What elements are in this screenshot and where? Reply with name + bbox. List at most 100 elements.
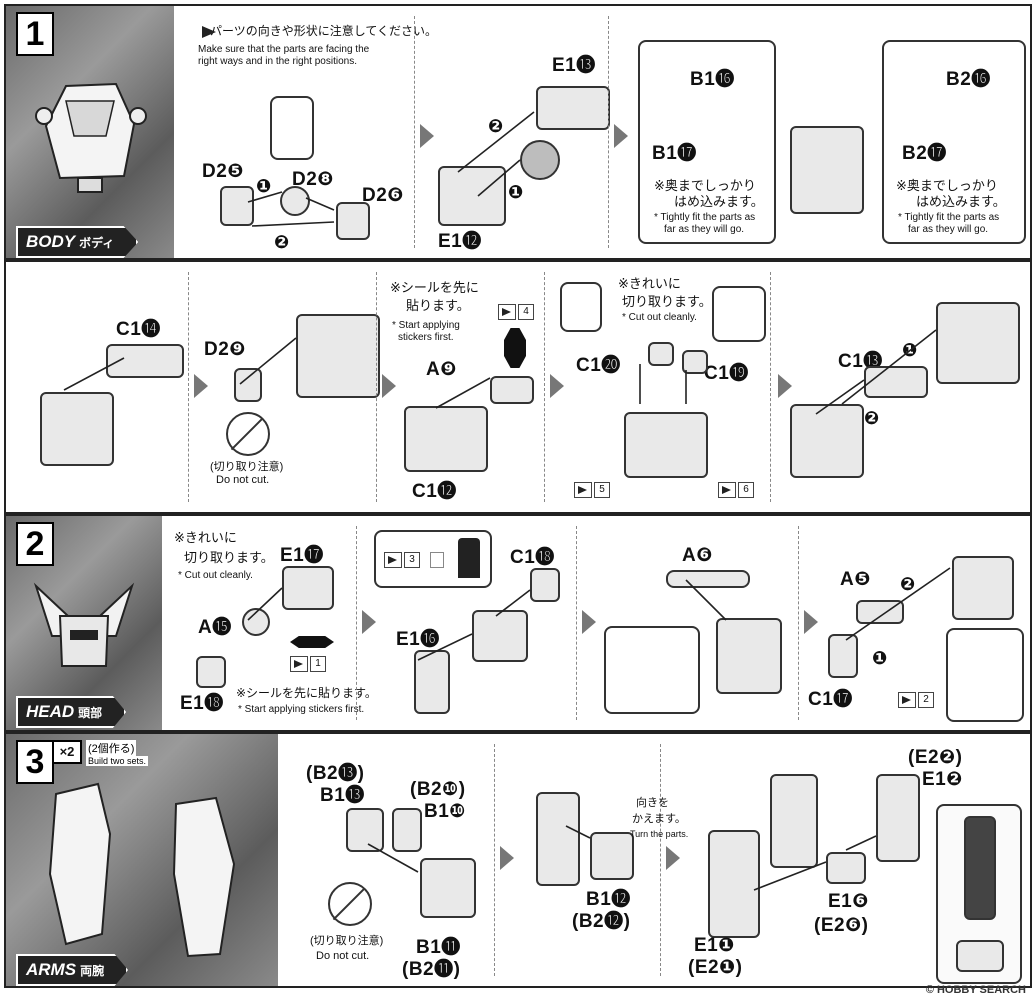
part-e1-1 — [708, 830, 760, 938]
sticker-shape — [504, 328, 526, 368]
divider — [414, 16, 415, 248]
step-number: 1 — [16, 12, 54, 56]
order-1a: ❶ — [256, 176, 272, 196]
part-e1-12 — [438, 166, 506, 226]
sticker-one-jp: ※シールを先に貼ります。 — [236, 686, 377, 700]
label-d2-6: D2❻ — [362, 185, 404, 206]
label-a-6: A❻ — [682, 545, 713, 566]
label-b2-12: (B2⓬) — [572, 911, 631, 932]
part-a-6 — [666, 570, 750, 588]
label-c1-17: C1⓱ — [808, 689, 853, 710]
label-e2-6: (E2❻) — [814, 915, 869, 936]
order-1c: ❶ — [902, 340, 918, 360]
label-c1-20: C1⓴ — [576, 355, 621, 376]
part-e1-2 — [876, 774, 920, 862]
order-1-head: ❶ — [872, 648, 888, 668]
detail-inset-a — [560, 282, 602, 332]
detail-inset-left — [638, 40, 776, 244]
order-2a: ❷ — [274, 232, 290, 252]
order-2-head: ❷ — [900, 574, 916, 594]
sticker-icon — [574, 482, 592, 498]
head-part-illustration — [33, 582, 135, 667]
label-e1-6: E1❻ — [828, 891, 869, 912]
label-e1-18: E1⓲ — [180, 693, 224, 714]
detail-inset-antenna — [604, 626, 700, 714]
next-arrow-icon — [500, 846, 514, 870]
part-c1-18 — [530, 568, 560, 602]
arms-part-illustration — [48, 782, 236, 958]
next-arrow-icon — [420, 124, 434, 148]
part-e1-18 — [196, 656, 226, 688]
clean-note-en-head: * Cut out cleanly. — [178, 570, 253, 581]
next-arrow-icon — [778, 374, 792, 398]
part-e1-17 — [282, 566, 334, 610]
label-b2-11: (B2⓫) — [402, 959, 461, 980]
part-d2-5 — [220, 186, 254, 226]
sticker-icon — [384, 552, 402, 568]
sticker-number-6: 6 — [738, 482, 754, 498]
sticker-number-5: 5 — [594, 482, 610, 498]
part-c1-19 — [682, 350, 708, 374]
label-b1-17: B1⓱ — [652, 143, 697, 164]
divider — [188, 272, 189, 502]
label-e1-17: E1⓱ — [280, 545, 324, 566]
part-b1-13 — [346, 808, 384, 852]
part-a-5 — [856, 600, 904, 624]
step-number: 2 — [16, 522, 54, 566]
detail-inset-face — [946, 628, 1024, 722]
detail-inset — [270, 96, 314, 160]
next-arrow-icon — [804, 610, 818, 634]
detail-inset-right — [882, 40, 1026, 244]
label-b2-17: B2⓱ — [902, 143, 947, 164]
part-inset-hand — [956, 940, 1004, 972]
label-e1-16: E1⓰ — [396, 629, 440, 650]
part-b1-11 — [420, 858, 476, 918]
order-2c: ❷ — [864, 408, 880, 428]
part-chest-final — [790, 404, 864, 478]
part-chest — [404, 406, 488, 472]
sticker-one-en: * Start applying stickers first. — [238, 704, 365, 715]
label-b1-16: B1⓰ — [690, 69, 735, 90]
label-e1-12: E1⓬ — [438, 231, 482, 252]
divider — [376, 272, 377, 502]
label-c1-14: C1⓮ — [116, 319, 161, 340]
part-b1-10 — [392, 808, 422, 852]
part-upper-arm — [770, 774, 818, 868]
part-torso — [40, 392, 114, 466]
fit-note-jp-2b: はめ込みます。 — [916, 194, 1006, 209]
fit-note-en-1: * Tightly fit the parts as — [654, 212, 756, 223]
next-arrow-icon — [382, 374, 396, 398]
label-c1-19: C1⓳ — [704, 363, 749, 384]
body-part-illustration — [35, 82, 147, 193]
label-b1-11: B1⓫ — [416, 937, 461, 958]
label-d2-5: D2❺ — [202, 161, 244, 182]
next-arrow-icon — [550, 374, 564, 398]
part-head-final — [952, 556, 1014, 620]
label-b1-10: B1❿ — [424, 801, 466, 822]
fit-note-en-2: far as they will go. — [664, 224, 745, 235]
next-arrow-icon — [194, 374, 208, 398]
sticker-number-3: 3 — [404, 552, 420, 568]
fit-note-jp-1b: ※奥までしっかり — [896, 178, 998, 193]
fit-note-en-1b: * Tightly fit the parts as — [898, 212, 1000, 223]
turn-note-jp-2: かえます。 — [632, 813, 686, 825]
sticker-note-en-1: * Start applying — [392, 320, 460, 331]
next-arrow-icon — [614, 124, 628, 148]
clean-note-jp-2-head: 切り取ります。 — [184, 550, 274, 565]
orient-note-en-2: right ways and in the right positions. — [198, 56, 357, 67]
build-two-en: Build two sets. — [86, 756, 149, 766]
next-arrow-icon — [582, 610, 596, 634]
nocut-note-jp-arms: (切り取り注意) — [310, 935, 384, 947]
divider — [356, 526, 357, 720]
build-count-badge: ×2 — [52, 740, 82, 764]
clean-note-en: * Cut out cleanly. — [622, 312, 697, 323]
orient-note-en-1: Make sure that the parts are facing the — [198, 44, 370, 55]
sticker-note-jp-2: 貼ります。 — [406, 298, 470, 313]
sticker-icon — [498, 304, 516, 320]
divider — [798, 526, 799, 720]
nocut-note-en: Do not cut. — [216, 474, 270, 486]
sticker-number-1: 1 — [310, 656, 326, 672]
